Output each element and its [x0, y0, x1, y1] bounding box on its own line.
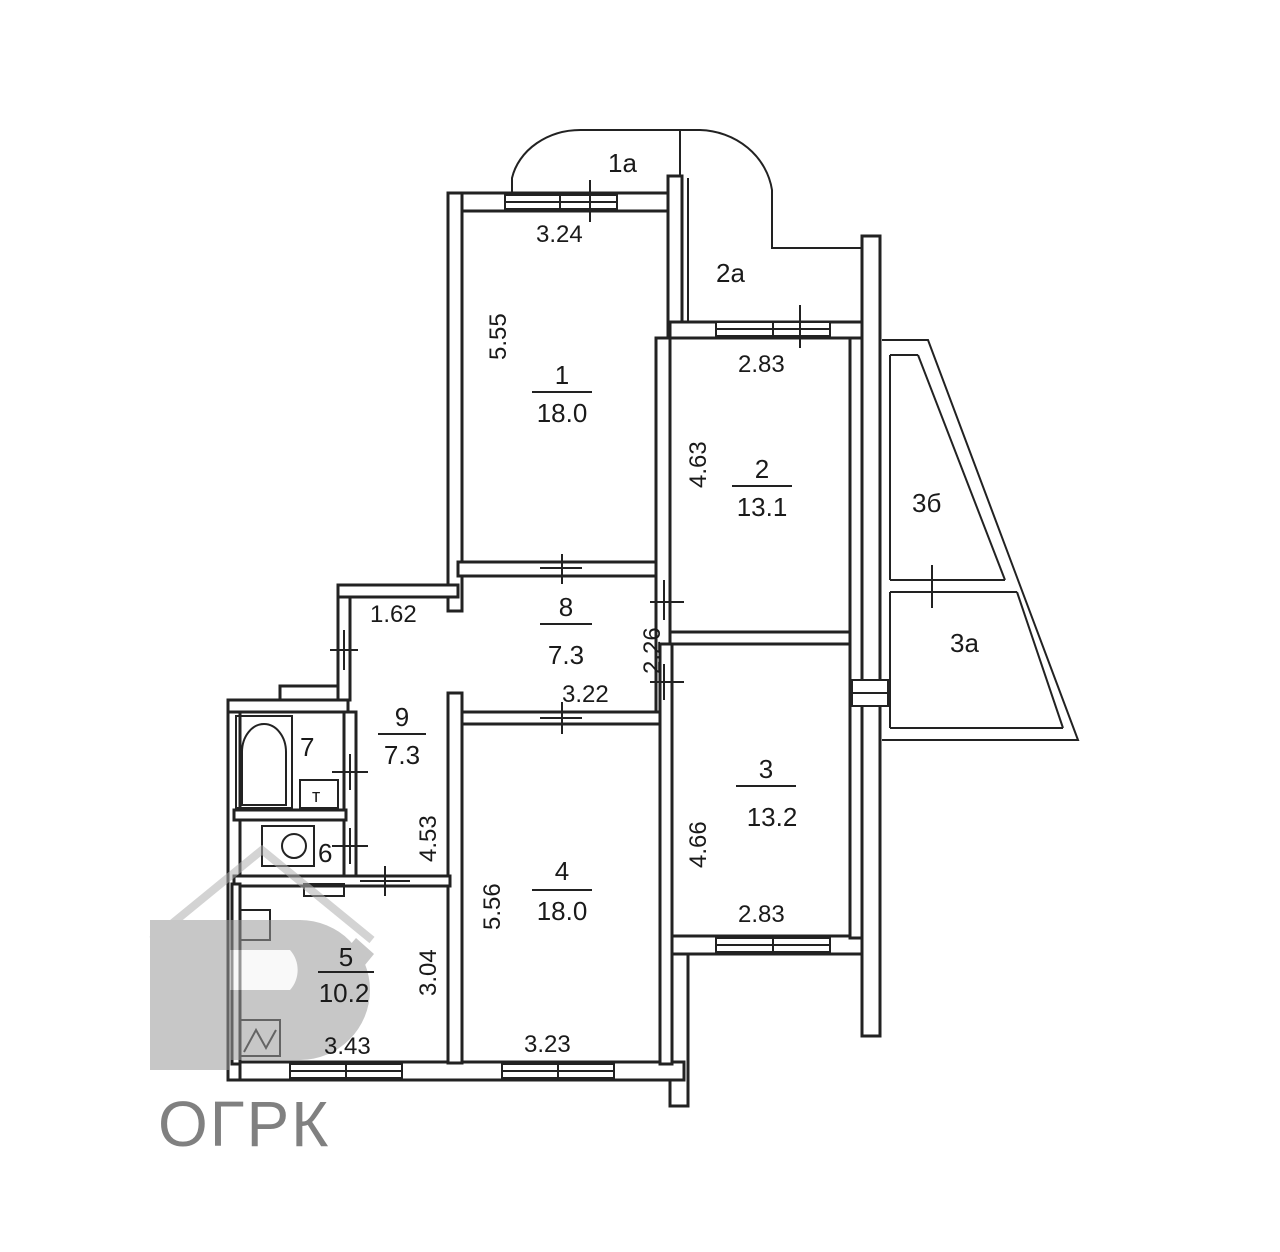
balcony-3	[882, 339, 1080, 741]
dim-room8-length: 2.26	[639, 627, 666, 674]
balcony-2a-label: 2а	[716, 258, 745, 288]
watermark-text: ОГРК	[158, 1088, 330, 1160]
dim-room1-length: 5.55	[485, 313, 512, 360]
door-marks	[330, 180, 801, 896]
svg-text:3: 3	[759, 754, 773, 784]
svg-text:1: 1	[555, 360, 569, 390]
room-2-label: 2 13.1	[732, 454, 792, 522]
dim-room9-width: 1.62	[370, 601, 417, 628]
bathtub-icon	[241, 723, 287, 806]
watermark: ОГРК	[149, 844, 375, 1160]
svg-text:10.2: 10.2	[319, 978, 370, 1008]
balcony-2a	[680, 129, 866, 323]
house-logo-icon	[149, 844, 375, 944]
svg-text:18.0: 18.0	[537, 398, 588, 428]
svg-text:13.1: 13.1	[737, 492, 788, 522]
svg-text:4: 4	[555, 856, 569, 886]
svg-text:8: 8	[559, 592, 573, 622]
dim-room4-width: 3.23	[524, 1031, 571, 1058]
balcony-3b-label: 3б	[912, 488, 941, 518]
svg-text:18.0: 18.0	[537, 896, 588, 926]
dim-room3-width: 2.83	[738, 901, 785, 928]
dim-room4-length: 5.56	[479, 883, 506, 930]
room-1-label: 1 18.0	[532, 360, 592, 428]
balcony-labels: 1а 2а 3а 3б	[608, 148, 979, 658]
room-4-label: 4 18.0	[532, 856, 592, 926]
room-labels: 1 18.0 2 13.1 3 13.2 4 18.0 5 10.2 6 7 8	[300, 360, 797, 1008]
room-8-label: 8 7.3	[540, 592, 592, 670]
svg-text:9: 9	[395, 702, 409, 732]
room-9-label: 9 7.3	[378, 702, 426, 770]
room-5-label: 5 10.2	[318, 942, 374, 1008]
dim-room8-width: 3.22	[562, 681, 609, 708]
balcony-1a	[511, 128, 681, 194]
svg-text:7.3: 7.3	[548, 640, 584, 670]
svg-text:5: 5	[339, 942, 353, 972]
dim-room2-length: 4.63	[685, 441, 712, 488]
dim-room2-width: 2.83	[738, 351, 785, 378]
svg-text:2: 2	[755, 454, 769, 484]
balcony-1a-label: 1а	[608, 148, 637, 178]
room-3-label: 3 13.2	[736, 754, 797, 832]
dim-room5-width: 3.43	[324, 1033, 371, 1060]
dim-room5-length: 3.04	[415, 949, 442, 996]
balcony-3a-label: 3а	[950, 628, 979, 658]
room-6-label: 6	[318, 838, 332, 868]
svg-text:13.2: 13.2	[747, 802, 798, 832]
room-7-label: 7	[300, 732, 314, 762]
dim-room1-width: 3.24	[536, 221, 583, 248]
dimension-labels: 3.24 5.55 2.83 4.63 2.83 4.66 3.23 5.56 …	[324, 221, 785, 1060]
svg-text:т: т	[312, 786, 320, 806]
water-heater-icon	[299, 779, 339, 809]
svg-text:7.3: 7.3	[384, 740, 420, 770]
dim-room3-length: 4.66	[685, 821, 712, 868]
dim-room9-length: 4.53	[415, 815, 442, 862]
